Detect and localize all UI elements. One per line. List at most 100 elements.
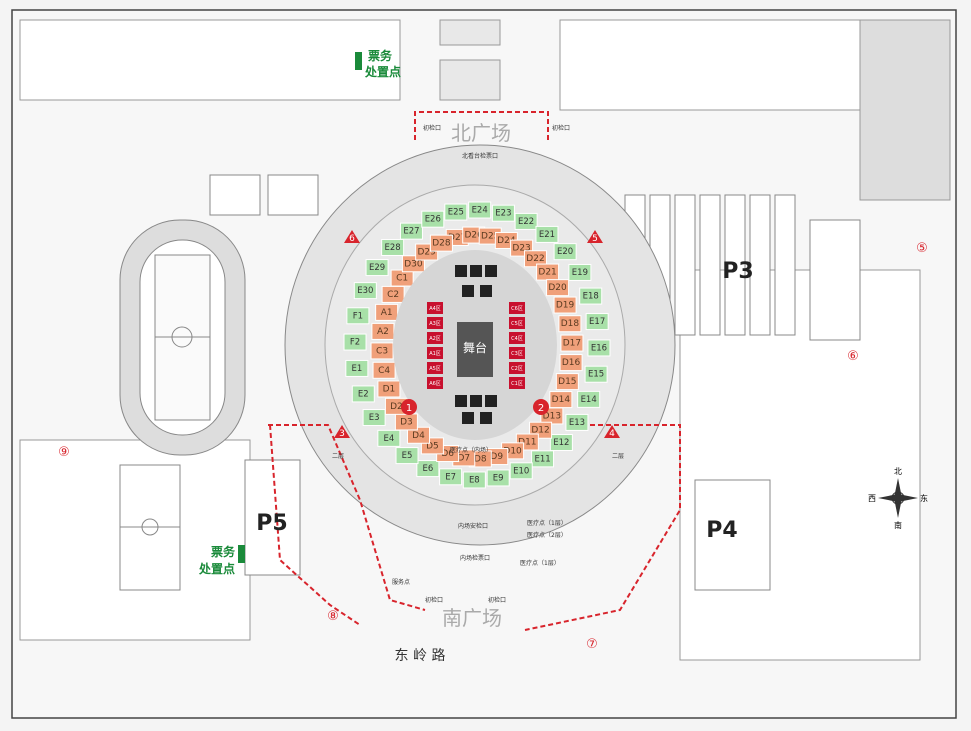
gate-6: ⑥ <box>847 349 859 364</box>
floor-5[interactable] <box>509 377 525 389</box>
section-label-e2: E2 <box>358 389 369 399</box>
floor-4[interactable] <box>427 362 443 374</box>
svg-text:二层: 二层 <box>612 453 624 460</box>
section-label-e3: E3 <box>369 413 380 423</box>
svg-text:4: 4 <box>609 429 615 439</box>
floor-2[interactable] <box>509 332 525 344</box>
section-label-e30: E30 <box>357 286 373 296</box>
section-e17[interactable] <box>585 313 609 331</box>
section-e23[interactable] <box>491 204 515 222</box>
section-label-f2: F2 <box>350 338 360 348</box>
section-e18[interactable] <box>579 287 603 305</box>
section-label-e10: E10 <box>513 466 529 476</box>
section-label-e16: E16 <box>591 343 607 353</box>
floor-3[interactable] <box>509 347 525 359</box>
parking-p3: P3 <box>722 259 753 284</box>
section-label-d21: D21 <box>538 268 556 278</box>
section-label-e25: E25 <box>448 208 464 218</box>
section-d22[interactable] <box>523 250 547 268</box>
section-f1[interactable] <box>346 307 370 325</box>
section-e2[interactable] <box>351 385 375 403</box>
section-label-e20: E20 <box>557 247 573 257</box>
section-e5[interactable] <box>395 447 419 465</box>
section-e24[interactable] <box>468 201 492 219</box>
courts <box>209 174 319 216</box>
floor-label: C1区 <box>511 381 523 387</box>
compass-rose: 北 南 西 东 <box>868 467 928 530</box>
section-d1[interactable] <box>377 380 401 398</box>
section-label-c4: C4 <box>378 366 390 376</box>
section-e4[interactable] <box>377 429 401 447</box>
ticket-office-top: 票务 处置点 <box>355 48 401 79</box>
svg-text:处置点: 处置点 <box>198 561 235 576</box>
section-e13[interactable] <box>565 413 589 431</box>
facility-labels: 初检口 初检口 北看台检票口 医疗点（内场） 内场安检口 内场检票口 医疗点（1… <box>332 124 624 604</box>
section-e1[interactable] <box>345 359 369 377</box>
section-e12[interactable] <box>549 434 573 452</box>
floor-4[interactable] <box>509 362 525 374</box>
section-e19[interactable] <box>568 263 592 281</box>
section-e25[interactable] <box>444 203 468 221</box>
gate-8: ⑧ <box>327 609 339 624</box>
section-label-e29: E29 <box>369 263 385 273</box>
floor-blocks <box>455 265 497 424</box>
section-e29[interactable] <box>365 259 389 277</box>
section-label-e24: E24 <box>472 206 488 216</box>
section-e21[interactable] <box>535 225 559 243</box>
section-d18[interactable] <box>558 315 582 333</box>
floor-0[interactable] <box>509 302 525 314</box>
section-label-e9: E9 <box>493 473 504 483</box>
section-e3[interactable] <box>362 409 386 427</box>
section-a1[interactable] <box>375 303 399 321</box>
section-e20[interactable] <box>553 243 577 261</box>
section-e9[interactable] <box>486 469 510 487</box>
section-d15[interactable] <box>555 373 579 391</box>
ticket-office-bottom: 票务 处置点 <box>198 544 245 576</box>
section-label-e26: E26 <box>425 215 441 225</box>
section-d19[interactable] <box>553 296 577 314</box>
parking-p4: P4 <box>706 518 737 543</box>
section-label-d17: D17 <box>563 339 581 349</box>
section-e16[interactable] <box>587 339 611 357</box>
floor-1[interactable] <box>509 317 525 329</box>
section-e8[interactable] <box>462 471 486 489</box>
section-label-d24: D24 <box>497 236 516 246</box>
section-e10[interactable] <box>509 462 533 480</box>
section-label-d13: D13 <box>543 411 561 421</box>
section-label-e4: E4 <box>383 434 394 444</box>
section-e22[interactable] <box>514 212 538 230</box>
section-d16[interactable] <box>559 354 583 372</box>
floor-2[interactable] <box>427 332 443 344</box>
section-d20[interactable] <box>546 279 570 297</box>
floor-0[interactable] <box>427 302 443 314</box>
section-label-d9: D9 <box>490 452 503 462</box>
section-e11[interactable] <box>531 450 555 468</box>
section-e28[interactable] <box>381 238 405 256</box>
section-c4[interactable] <box>372 361 396 379</box>
svg-text:6: 6 <box>349 234 355 244</box>
section-d28[interactable] <box>429 234 453 252</box>
floor-1[interactable] <box>427 317 443 329</box>
section-e6[interactable] <box>416 460 440 478</box>
floor-5[interactable] <box>427 377 443 389</box>
floor-label: C4区 <box>511 336 523 342</box>
section-e14[interactable] <box>577 390 601 408</box>
section-label-c1: C1 <box>396 274 408 284</box>
section-f2[interactable] <box>343 333 367 351</box>
section-e26[interactable] <box>421 210 445 228</box>
section-label-e28: E28 <box>385 243 401 253</box>
section-e30[interactable] <box>353 282 377 300</box>
gate-5: ⑤ <box>916 241 928 256</box>
section-d17[interactable] <box>560 334 584 352</box>
floor-label: C3区 <box>511 351 523 357</box>
section-c3[interactable] <box>370 342 394 360</box>
section-e27[interactable] <box>399 222 423 240</box>
section-label-e18: E18 <box>583 292 599 302</box>
section-e15[interactable] <box>584 365 608 383</box>
section-e7[interactable] <box>439 468 463 486</box>
section-label-d2: D2 <box>390 402 403 412</box>
section-d4[interactable] <box>407 426 431 444</box>
floor-3[interactable] <box>427 347 443 359</box>
